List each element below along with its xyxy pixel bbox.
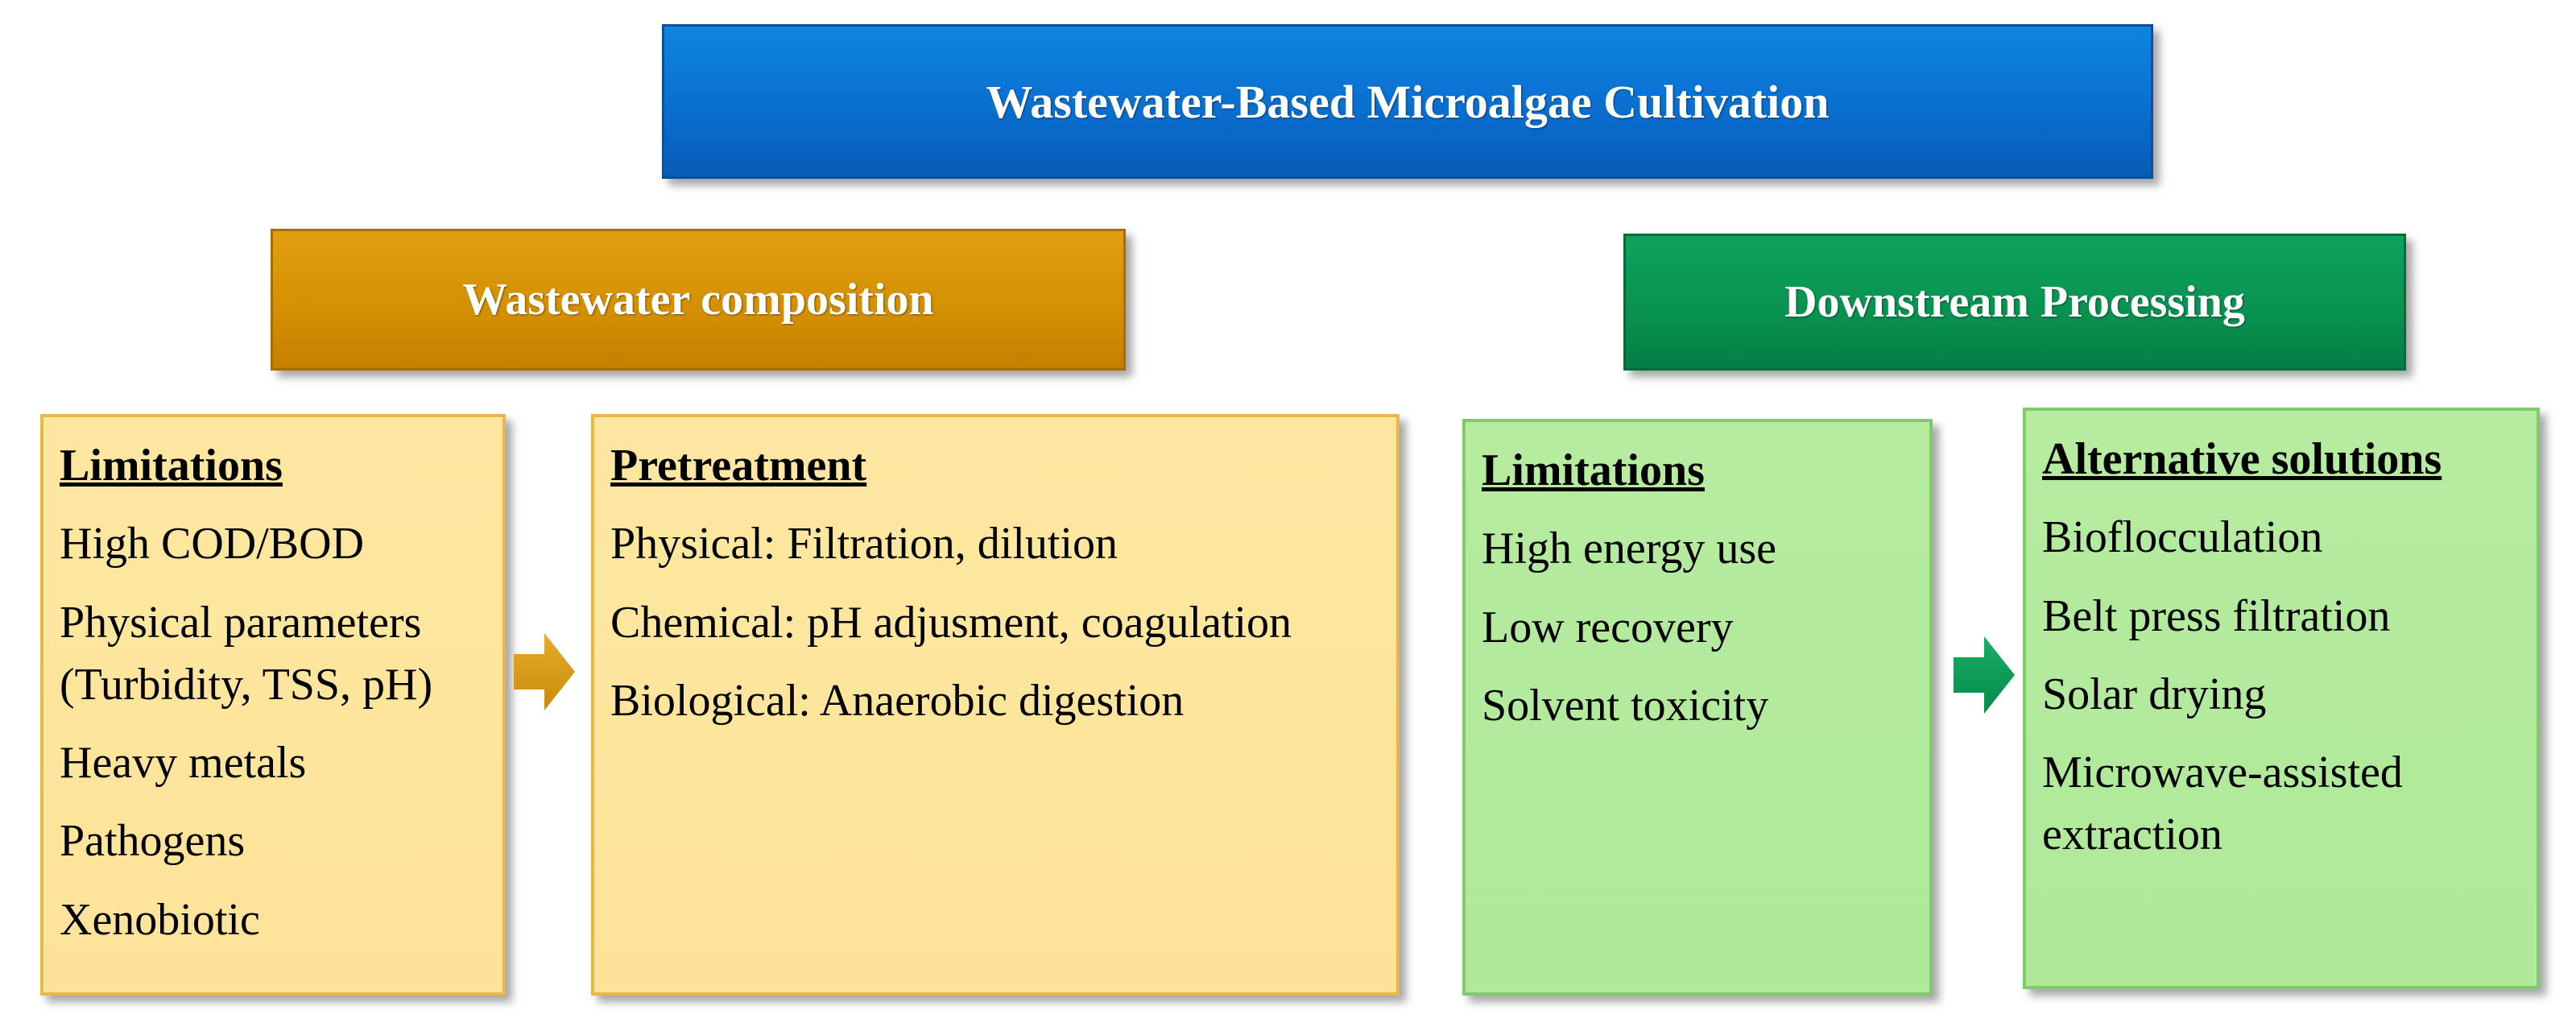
pretreatment-item: Chemical: pH adjusment, coagulation — [610, 597, 1292, 648]
pretreatment-heading: Pretreatment — [610, 441, 867, 491]
downstream-limitation-item: Solvent toxicity — [1482, 680, 1769, 731]
downstream-limitation-item: Low recovery — [1482, 602, 1734, 652]
alternative-solutions-box: Alternative solutions Bioflocculation Be… — [2023, 408, 2540, 989]
alternative-solution-item: Solar drying — [2042, 669, 2267, 719]
wastewater-limitation-item: Physical parameters (Turbidity, TSS, pH) — [60, 597, 433, 710]
main-title: Wastewater-Based Microalgae Cultivation — [986, 75, 1830, 128]
main-title-box: Wastewater-Based Microalgae Cultivation — [662, 24, 2153, 179]
downstream-processing-box: Downstream Processing — [1623, 234, 2406, 371]
wastewater-limitation-item: Heavy metals — [60, 738, 307, 789]
pretreatment-item: Physical: Filtration, dilution — [610, 519, 1118, 569]
wastewater-composition-box: Wastewater composition — [271, 229, 1126, 371]
alternative-solution-item: Belt press filtration — [2042, 590, 2391, 641]
right-arrow-icon — [1954, 636, 2015, 714]
downstream-limitation-item: High energy use — [1482, 524, 1776, 574]
wastewater-limitation-item: High COD/BOD — [60, 519, 365, 569]
wastewater-composition-title: Wastewater composition — [462, 275, 934, 325]
alternative-solution-item: Bioflocculation — [2042, 512, 2323, 563]
wastewater-limitations-heading: Limitations — [60, 441, 283, 491]
downstream-processing-title: Downstream Processing — [1784, 277, 2245, 327]
wastewater-limitation-item: Pathogens — [60, 816, 246, 867]
wastewater-limitation-item: Xenobiotic — [60, 894, 260, 945]
alternative-solutions-heading: Alternative solutions — [2042, 434, 2442, 484]
pretreatment-box: Pretreatment Physical: Filtration, dilut… — [591, 414, 1400, 996]
downstream-limitations-box: Limitations High energy use Low recovery… — [1462, 419, 1933, 996]
alternative-solution-item: Microwave-assisted extraction — [2042, 747, 2403, 860]
wastewater-limitations-box: Limitations High COD/BOD Physical parame… — [40, 414, 506, 996]
right-arrow-icon — [514, 633, 575, 710]
pretreatment-item: Biological: Anaerobic digestion — [610, 675, 1185, 726]
downstream-limitations-heading: Limitations — [1482, 445, 1705, 495]
